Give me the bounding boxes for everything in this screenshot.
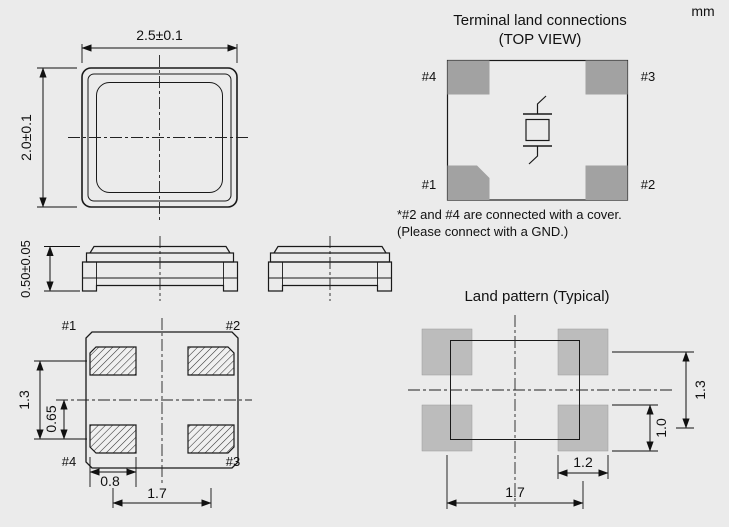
dim-side-view-height: 0.50±0.05 (18, 240, 80, 298)
package-bottom-view: #1 #2 #4 #3 (56, 318, 252, 484)
terminal-pad-2 (585, 165, 628, 200)
terminal-pad-1 (447, 165, 490, 200)
dim-land-vertical-pitch: 1.3 (612, 351, 708, 429)
land-pattern: Land pattern (Typical) 1.3 1.0 1.2 (408, 288, 708, 509)
terminal-pad-1-label: #1 (422, 177, 436, 192)
dim-bottom-view-pad-width: 0.8 (89, 457, 137, 489)
bottom-pad-1-label: #1 (62, 318, 76, 333)
dim-bottom-vertical-pitch-label: 1.3 (16, 390, 32, 410)
dim-top-view-height: 2.0±0.1 (18, 67, 77, 208)
terminal-land-connections: Terminal land connections (TOP VIEW) #4 … (397, 12, 655, 239)
dim-top-view-width: 2.5±0.1 (81, 27, 238, 63)
dim-bottom-view-horizontal-pitch: 1.7 (112, 485, 212, 508)
land-pad-top-right (557, 328, 609, 376)
dim-bottom-horizontal-pitch-label: 1.7 (147, 485, 167, 501)
dim-top-view-height-label: 2.0±0.1 (18, 114, 34, 161)
terminal-note-line2: (Please connect with a GND.) (397, 224, 568, 239)
dim-land-pad-height-label: 1.0 (653, 418, 669, 438)
dim-bottom-view-vertical-pitch: 1.3 (16, 360, 87, 440)
terminal-land-connections-subtitle: (TOP VIEW) (499, 31, 582, 48)
land-pad-bottom-left (421, 404, 473, 452)
bottom-pad-4 (89, 424, 137, 454)
terminal-pad-3-label: #3 (641, 69, 655, 84)
terminal-outline (446, 59, 629, 201)
terminal-note-line1: *#2 and #4 are connected with a cover. (397, 207, 622, 222)
dim-land-horizontal-pitch: 1.7 (446, 455, 584, 509)
bottom-pad-3 (187, 424, 235, 454)
dim-side-view-height-label: 0.50±0.05 (18, 240, 33, 298)
terminal-pad-4 (447, 60, 490, 95)
dim-bottom-view-half-pitch: 0.65 (43, 399, 68, 440)
crystal-symbol (523, 95, 552, 165)
bottom-pad-4-label: #4 (62, 454, 76, 469)
dim-land-pad-height: 1.0 (612, 404, 669, 452)
package-top-view (68, 55, 251, 220)
land-pattern-title: Land pattern (Typical) (464, 288, 609, 305)
dim-bottom-half-pitch-label: 0.65 (43, 405, 59, 432)
units-label: mm (691, 3, 714, 19)
package-side-view-front (81, 236, 239, 301)
bottom-pad-3-label: #3 (226, 454, 240, 469)
dim-top-view-width-label: 2.5±0.1 (136, 27, 183, 43)
bottom-pad-1 (89, 346, 137, 376)
land-pad-bottom-right (557, 404, 609, 452)
terminal-pad-4-label: #4 (422, 69, 436, 84)
land-pad-top-left (421, 328, 473, 376)
terminal-pad-3 (585, 60, 628, 95)
package-side-view-side (267, 236, 393, 301)
dim-bottom-pad-width-label: 0.8 (100, 473, 120, 489)
bottom-pad-2 (187, 346, 235, 376)
dim-land-vertical-pitch-label: 1.3 (692, 380, 708, 400)
bottom-pad-2-label: #2 (226, 318, 240, 333)
terminal-pad-2-label: #2 (641, 177, 655, 192)
dim-land-pad-width: 1.2 (557, 454, 609, 479)
dim-land-pad-width-label: 1.2 (573, 454, 593, 470)
terminal-land-connections-title: Terminal land connections (453, 12, 626, 29)
dim-land-horizontal-pitch-label: 1.7 (505, 484, 525, 500)
